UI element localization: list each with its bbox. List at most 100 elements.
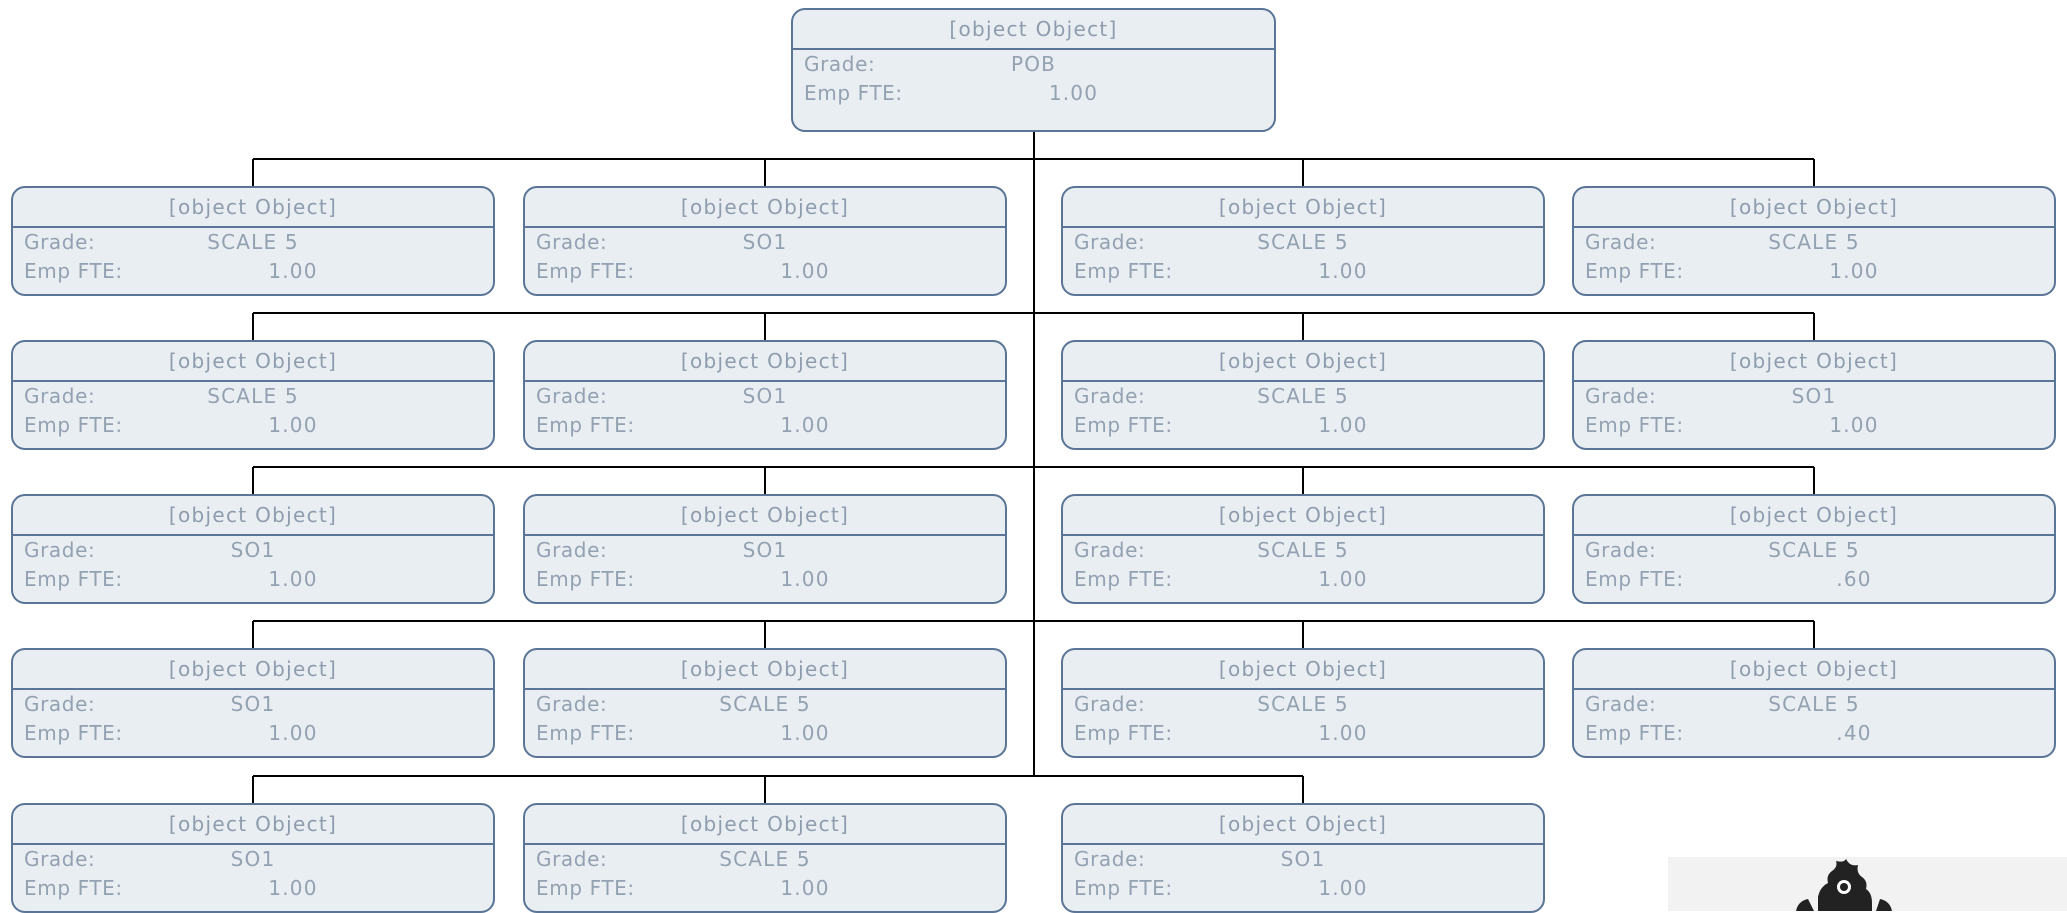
grade-value: SCALE 5 (1257, 230, 1349, 254)
grade-value: SO1 (1791, 384, 1837, 408)
fte-row: Emp FTE:.40 (1574, 719, 2054, 748)
grade-row: Grade:SO1 (1574, 382, 2054, 411)
fte-value: 1.00 (268, 259, 318, 283)
fte-row: Emp FTE: 1.00 (525, 257, 1005, 286)
fte-label: Emp FTE: (1585, 567, 1684, 591)
grade-label: Grade: (1074, 692, 1146, 716)
fte-row: Emp FTE:1.00 (1063, 719, 1543, 748)
fte-label: Emp FTE: (24, 876, 123, 900)
position-title: [object Object] (1574, 188, 2054, 228)
fte-value: 1.00 (780, 259, 830, 283)
fte-label: Emp FTE: (1585, 259, 1684, 283)
grade-row: Grade:SCALE 5 (1063, 536, 1543, 565)
grade-value: SO1 (230, 847, 276, 871)
fte-label: Emp FTE: (24, 259, 123, 283)
grade-value: SO1 (230, 692, 276, 716)
fte-value: 1.00 (780, 721, 830, 745)
grade-row: Grade:SCALE 5 (1574, 536, 2054, 565)
grade-value: SCALE 5 (207, 230, 299, 254)
grade-value: SCALE 5 (1257, 384, 1349, 408)
fte-label: Emp FTE: (24, 721, 123, 745)
fte-row: Emp FTE: 1.00 (525, 719, 1005, 748)
fte-row: Emp FTE:1.00 (1063, 565, 1543, 594)
fte-value: 1.00 (1318, 876, 1368, 900)
fte-label: Emp FTE: (1585, 413, 1684, 437)
position-title: [object Object] (793, 10, 1274, 50)
position-title: [object Object] (13, 496, 493, 536)
fte-value: .40 (1836, 721, 1872, 745)
position-title: [object Object] (13, 805, 493, 845)
fte-row: Emp FTE:1.00 (1063, 411, 1543, 440)
grade-row: Grade: SO1 (13, 690, 493, 719)
grade-row: Grade:SCALE 5 (525, 845, 1005, 874)
grade-row: Grade: SO1 (13, 845, 493, 874)
grade-value: SO1 (230, 538, 276, 562)
fte-row: Emp FTE:1.00 (13, 411, 493, 440)
grade-row: Grade:SCALE 5 (13, 382, 493, 411)
fte-label: Emp FTE: (24, 567, 123, 591)
grade-row: Grade: SO1 (13, 536, 493, 565)
fte-row: Emp FTE:1.00 (13, 874, 493, 903)
grade-label: Grade: (1074, 384, 1146, 408)
fte-row: Emp FTE: 1.00 (13, 565, 493, 594)
position-title: [object Object] (525, 650, 1005, 690)
fte-value: .60 (1836, 567, 1872, 591)
fte-value: 1.00 (268, 567, 318, 591)
grade-label: Grade: (1585, 692, 1657, 716)
fte-value: 1.00 (1318, 413, 1368, 437)
position-title: [object Object] (1574, 650, 2054, 690)
grade-value: SCALE 5 (1768, 692, 1860, 716)
grade-label: Grade: (804, 52, 876, 76)
position-title: [object Object] (1063, 805, 1543, 845)
grade-row: Grade:SCALE 5 (525, 690, 1005, 719)
position-title: [object Object] (1063, 496, 1543, 536)
grade-label: Grade: (536, 230, 608, 254)
fte-value: 1.00 (780, 876, 830, 900)
fte-label: Emp FTE: (536, 876, 635, 900)
fte-value: 1.00 (1318, 721, 1368, 745)
grade-row: Grade: SCALE 5 (1574, 690, 2054, 719)
grade-label: Grade: (24, 384, 96, 408)
grade-label: Grade: (24, 847, 96, 871)
grade-label: Grade: (536, 384, 608, 408)
fte-row: Emp FTE:1.00 (1063, 257, 1543, 286)
grade-label: Grade: (24, 692, 96, 716)
fte-label: Emp FTE: (1074, 567, 1173, 591)
grade-value: SCALE 5 (719, 692, 811, 716)
fte-value: 1.00 (268, 721, 318, 745)
grade-value: SCALE 5 (1768, 230, 1860, 254)
fte-value: 1.00 (1829, 413, 1879, 437)
fte-value: 1.00 (780, 413, 830, 437)
grade-label: Grade: (536, 538, 608, 562)
fte-row: Emp FTE: 1.00 (13, 257, 493, 286)
grade-row: Grade: SCALE 5 (1063, 382, 1543, 411)
position-box: [object Object]Grade: SCALE 5 Emp FTE:1.00 (1061, 340, 1545, 450)
fte-value: 1.00 (268, 413, 318, 437)
grade-row: Grade: POB (793, 50, 1274, 79)
fte-row: Emp FTE: 1.00 (525, 874, 1005, 903)
grade-value: POB (1010, 52, 1057, 76)
grade-label: Grade: (536, 847, 608, 871)
fte-value: 1.00 (1048, 81, 1099, 105)
grade-value: SO1 (1280, 847, 1326, 871)
position-title: [object Object] (1063, 342, 1543, 382)
grade-label: Grade: (24, 538, 96, 562)
grade-row: Grade:SCALE 5 (1063, 690, 1543, 719)
grade-label: Grade: (1074, 847, 1146, 871)
fte-label: Emp FTE: (536, 721, 635, 745)
fte-value: 1.00 (1829, 259, 1879, 283)
fte-label: Emp FTE: (536, 259, 635, 283)
